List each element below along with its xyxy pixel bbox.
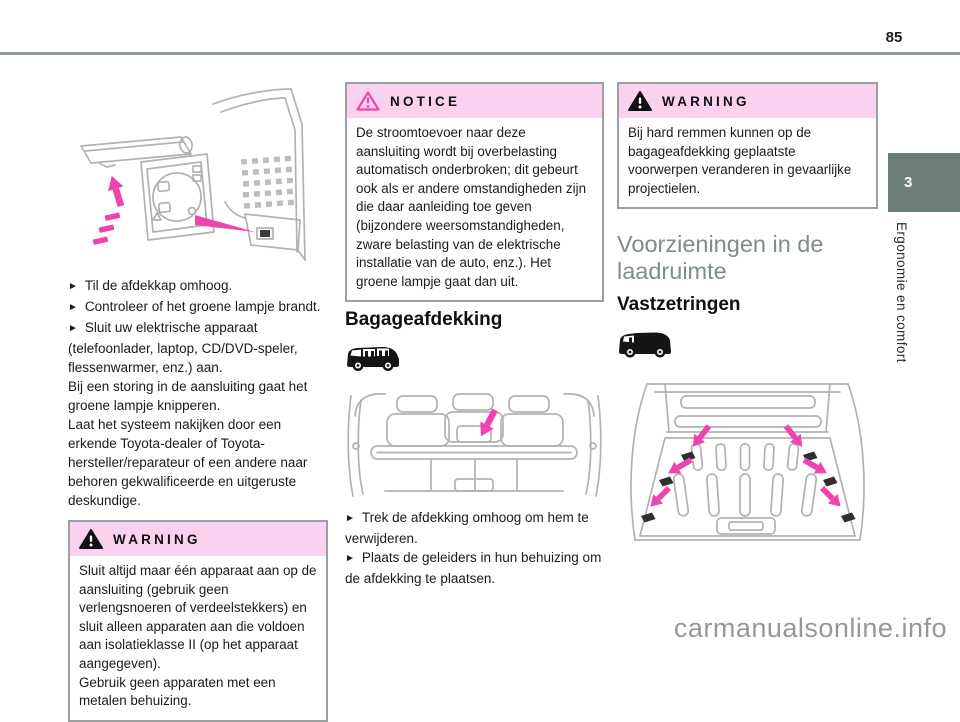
lift-up-arrow <box>104 173 129 209</box>
notice-title: NOTICE <box>390 93 461 109</box>
cargo-van-icon <box>617 327 878 359</box>
notice-box-body: De stroomtoevoer naar deze aansluiting w… <box>347 118 602 300</box>
bullet-arrow-icon: ► <box>68 302 78 313</box>
indicator-pointer-arrow <box>195 215 255 232</box>
watermark: carmanualsonline.info <box>673 613 947 643</box>
chapter-tab: 3 <box>888 153 960 212</box>
notice-triangle-icon <box>356 90 380 112</box>
motion-dashes <box>92 212 121 245</box>
notice-box-header: NOTICE <box>347 84 602 118</box>
instruction-bullet: ► Til de afdekkap omhoog. <box>68 276 328 297</box>
header-rule <box>0 52 960 55</box>
heading-bagageafdekking: Bagageafdekking <box>345 309 503 331</box>
paragraph: Bij een storing in de aansluiting gaat h… <box>68 379 308 413</box>
socket-illustration <box>55 82 320 267</box>
heading-vastzetringen: Vastzetringen <box>617 294 741 316</box>
warning-text: Bij hard remmen kunnen op de bagageafdek… <box>628 125 852 196</box>
chapter-title-vertical: Ergonomie en comfort <box>894 222 909 363</box>
cover-instructions: ►Trek de afdekking omhoog om hem te verw… <box>345 508 604 588</box>
speaker-grille <box>240 155 298 209</box>
instruction-bullet: ►Trek de afdekking omhoog om hem te verw… <box>345 508 604 548</box>
bullet-arrow-icon: ► <box>345 553 355 565</box>
warning-box: WARNING Sluit altijd maar één apparaat a… <box>68 520 328 722</box>
warning-box-body: Sluit altijd maar één apparaat aan op de… <box>70 556 326 720</box>
warning-box-body: Bij hard remmen kunnen op de bagageafdek… <box>619 118 876 207</box>
instruction-bullet: ►Sluit uw elektrische apparaat (telefoon… <box>68 318 328 377</box>
instruction-text: Controleer of het groene lampje brandt. <box>84 299 321 314</box>
page-number: 85 <box>885 29 903 46</box>
bullet-arrow-icon: ► <box>68 323 78 334</box>
paragraph: Laat het systeem nakijken door een erken… <box>68 417 308 508</box>
bullet-arrow-icon: ► <box>68 281 78 292</box>
chapter-number: 3 <box>904 174 913 191</box>
socket-instructions: ► Til de afdekkap omhoog. ► Controleer of … <box>68 276 328 510</box>
bullet-arrow-icon: ► <box>345 513 355 525</box>
column-right: WARNING Bij hard remmen kunnen op de bag… <box>617 82 878 543</box>
warning-text: Sluit altijd maar één apparaat aan op de… <box>79 563 317 671</box>
luggage-cover-illustration <box>345 384 604 501</box>
column-left: ► Til de afdekkap omhoog. ► Controleer of … <box>68 82 328 722</box>
notice-text: De stroomtoevoer naar deze aansluiting w… <box>356 125 587 289</box>
socket-cover-lid <box>80 136 193 168</box>
column-middle: NOTICE De stroomtoevoer naar deze aanslu… <box>345 82 604 588</box>
heading-voorzieningen: Voorzieningen in de laadruimte <box>617 231 824 285</box>
instruction-text: Sluit uw elektrische apparaat (telefoonl… <box>68 320 298 375</box>
warning-triangle-icon <box>628 90 652 112</box>
instruction-bullet: ► Controleer of het groene lampje brandt. <box>68 297 328 318</box>
warning-box: WARNING Bij hard remmen kunnen op de bag… <box>617 82 878 210</box>
instruction-text: Til de afdekkap omhoog. <box>84 278 233 293</box>
notice-box: NOTICE De stroomtoevoer naar deze aanslu… <box>345 82 604 303</box>
cargo-rings-illustration <box>617 368 878 543</box>
warning-triangle-icon <box>79 528 103 550</box>
warning-title: WARNING <box>662 93 750 109</box>
ring-pointer-arrows <box>645 422 846 512</box>
instruction-bullet: ►Plaats de geleiders in hun behuizing om… <box>345 548 604 588</box>
warning-text: Gebruik geen apparaten met een metalen b… <box>79 674 276 709</box>
minivan-icon <box>345 342 604 372</box>
instruction-text: Trek de afdekking omhoog om hem te verwi… <box>345 510 589 547</box>
instruction-text: Plaats de geleiders in hun behuizing om … <box>345 550 602 587</box>
socket-drawing <box>80 88 306 261</box>
warning-box-header: WARNING <box>619 84 876 118</box>
warning-title: WARNING <box>113 531 201 547</box>
power-indicator <box>260 230 270 237</box>
warning-box-header: WARNING <box>70 522 326 556</box>
